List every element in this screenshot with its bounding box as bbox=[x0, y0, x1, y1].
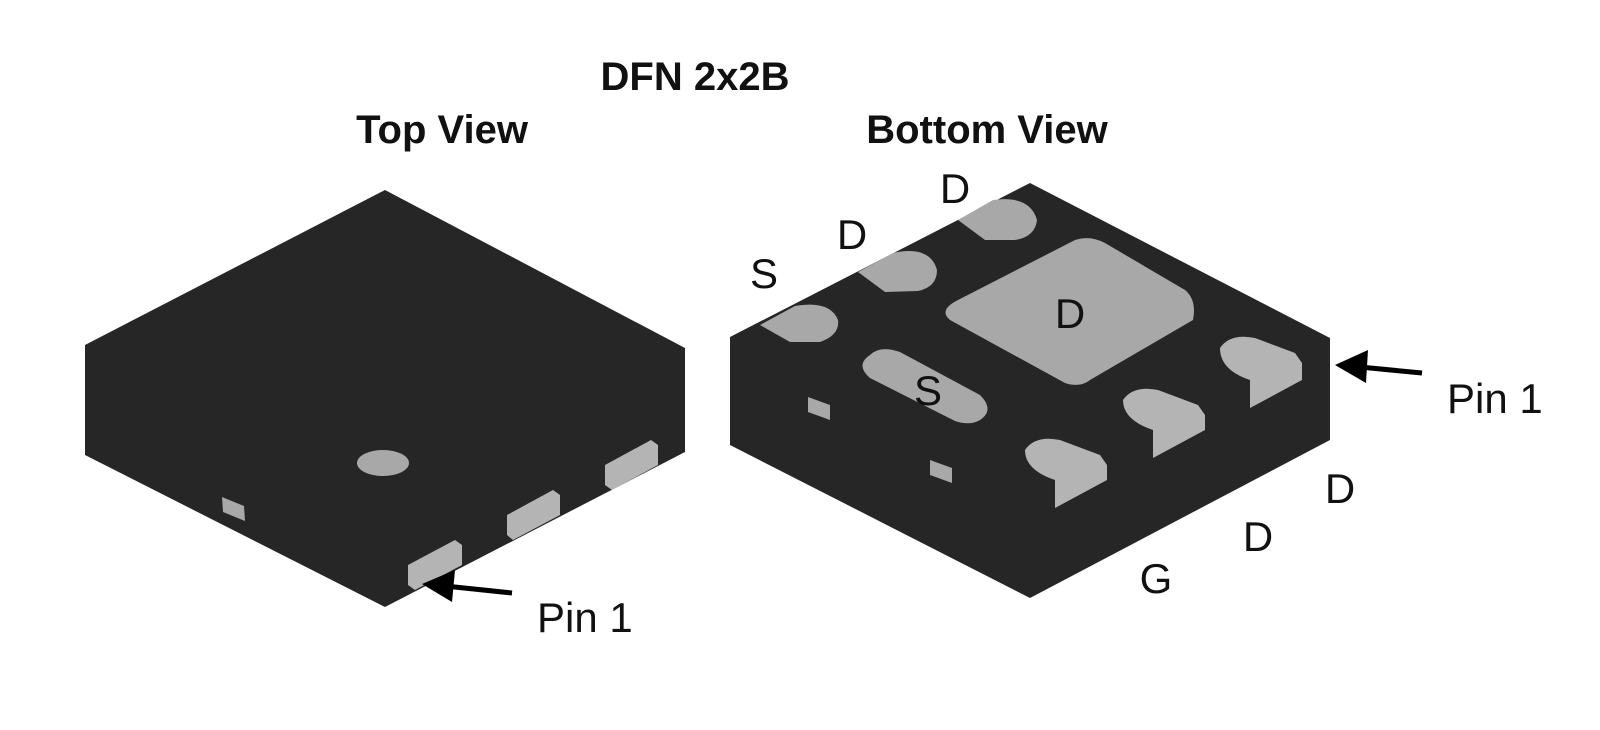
pad-d bbox=[858, 251, 937, 292]
top-pin1-label: Pin 1 bbox=[537, 594, 633, 641]
top-pin1-arrow bbox=[422, 570, 513, 602]
pad-d bbox=[1123, 388, 1205, 458]
pin1-pad bbox=[408, 540, 462, 590]
diagram-title: DFN 2x2B bbox=[601, 55, 790, 99]
bottom-view-package bbox=[730, 183, 1330, 598]
pin1-dot-marker bbox=[357, 450, 409, 476]
bottom-pin1-arrow bbox=[1335, 350, 1423, 383]
pin1-pad-d bbox=[1220, 336, 1302, 408]
pin-pad bbox=[605, 440, 658, 490]
pad-s-center bbox=[862, 349, 988, 424]
side-pad bbox=[930, 460, 952, 483]
pin-label-g: G bbox=[1140, 555, 1173, 602]
bottom-pin1-label: Pin 1 bbox=[1447, 375, 1543, 422]
top-view-package bbox=[85, 190, 685, 607]
pad-d bbox=[958, 199, 1037, 240]
bottom-view-heading: Bottom View bbox=[866, 108, 1108, 152]
exposed-pad-d bbox=[945, 238, 1194, 385]
side-pad bbox=[222, 497, 245, 521]
source-pad-label: S bbox=[914, 367, 942, 414]
exposed-pad-label: D bbox=[1055, 290, 1085, 337]
pin-label-d: D bbox=[940, 165, 970, 212]
pin-label-d: D bbox=[1325, 465, 1355, 512]
top-view-heading: Top View bbox=[356, 108, 529, 152]
pad-g bbox=[1025, 438, 1107, 508]
pad-s bbox=[760, 304, 839, 342]
side-pad bbox=[808, 397, 830, 420]
pin-pad bbox=[507, 490, 560, 540]
pin-label-s: S bbox=[750, 250, 778, 297]
pin-label-d: D bbox=[837, 211, 867, 258]
pin-label-d: D bbox=[1243, 513, 1273, 560]
